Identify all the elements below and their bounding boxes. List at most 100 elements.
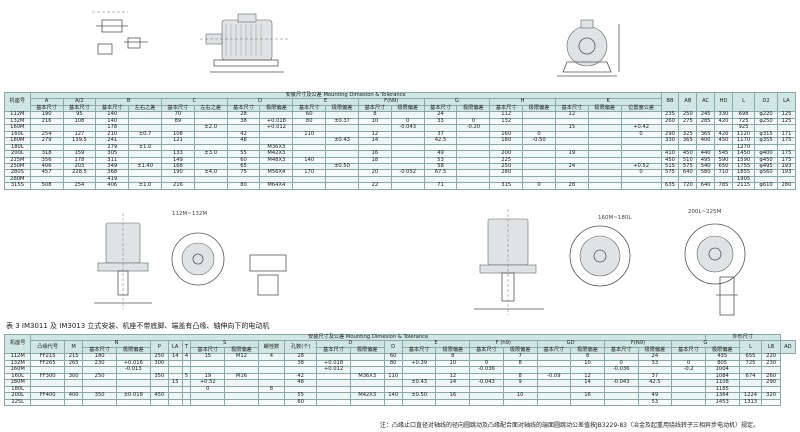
- table2-group-header: 安装尺寸及公差 Mounting Dimesion & Tolerance: [30, 333, 706, 342]
- table-cell: 508: [29, 182, 64, 190]
- table-cell: 20: [357, 169, 392, 177]
- table2-head-L: L: [738, 340, 763, 355]
- table-cell: 110: [292, 130, 327, 139]
- table1-head-E: E: [292, 98, 359, 106]
- table-cell: [390, 150, 425, 158]
- table-cell: [325, 124, 359, 132]
- table1-head-D2: D2: [754, 91, 778, 113]
- table1-sub-pos: 位置度公差: [620, 104, 662, 113]
- shaft-end-detail-drawing: [249, 254, 287, 296]
- table-cell: 300: [149, 359, 169, 368]
- table-cell: 139.5: [62, 137, 97, 145]
- shaft-key-detail-drawing: [716, 276, 738, 316]
- label-200-225: 200L~225M: [688, 209, 722, 215]
- table-cell: 8: [257, 385, 286, 394]
- table-cell: [390, 143, 425, 152]
- table2-head-holes: 孔数(个): [284, 340, 318, 355]
- table-cell: 170: [292, 169, 327, 177]
- table-cell: 65: [226, 162, 261, 171]
- table-cell: +0.012: [259, 124, 294, 132]
- table-cell: [292, 150, 327, 158]
- table-cell: [423, 124, 458, 132]
- table-cell: [349, 398, 385, 407]
- table-cell: 300: [63, 372, 84, 381]
- table-cell: [167, 398, 183, 407]
- table2-head-G: G: [671, 340, 740, 348]
- table-cell: 60: [226, 156, 261, 165]
- table-cell: [316, 398, 351, 407]
- table-cell: M64X4: [259, 182, 294, 190]
- table-cell: 75: [226, 169, 261, 177]
- table-cell: [325, 130, 359, 139]
- table-cell: [62, 124, 97, 132]
- table-cell: 53: [423, 156, 458, 165]
- table-cell: M36X3: [259, 143, 294, 152]
- table1-sub-tol: 极限偏差: [390, 104, 425, 113]
- table-cell: 216: [160, 182, 195, 190]
- table-cell: 290: [761, 379, 781, 387]
- table-cell: [390, 130, 425, 139]
- table-cell: 1450: [731, 150, 756, 158]
- table-cell: 1120: [731, 130, 756, 139]
- table-cell: [390, 137, 425, 145]
- motor-side-view-drawing: [200, 13, 290, 73]
- table-cell: 640: [696, 182, 716, 190]
- table-cell: [456, 130, 491, 139]
- table-cell: [190, 398, 226, 407]
- table-cell: 400: [63, 392, 84, 400]
- table-cell: 4: [181, 353, 192, 361]
- table2-head-AD: AD: [779, 340, 797, 355]
- table1-head-AC: AC: [696, 91, 716, 113]
- table-cell: 140: [292, 156, 327, 165]
- table-cell: 4: [257, 353, 286, 361]
- table-cell: 1855: [731, 169, 756, 177]
- flange-view-200-drawing: [684, 223, 746, 285]
- table-cell: 42: [226, 130, 261, 139]
- table-cell: [390, 182, 425, 190]
- table-cell: 1453: [704, 398, 740, 407]
- table-cell: 80: [226, 182, 261, 190]
- flange-view-160-drawing: [569, 225, 631, 287]
- table-cell: [536, 398, 572, 407]
- table-cell: [325, 175, 359, 184]
- table2-head-M: M: [63, 340, 84, 355]
- footnote: 注：凸缘止口直径对轴线的径向圆跳动及凸缘配合面对轴线的端面圆跳动公差值按JB32…: [380, 422, 759, 429]
- table-cell: [456, 182, 491, 190]
- middle-drawings: 112M~132M 160M~180L 200L~225M: [0, 205, 800, 321]
- table-cell: -0.052: [390, 169, 425, 177]
- frame-cell: 315S: [4, 182, 31, 190]
- table2-head-LA: LA: [167, 340, 183, 355]
- table-cell: 42.5: [423, 137, 458, 145]
- table-cell: 1755: [731, 162, 756, 171]
- table-cell: [620, 143, 662, 152]
- table1-head-HD: HD: [714, 91, 733, 113]
- table-cell: 38: [226, 117, 261, 126]
- table-cell: [456, 169, 491, 177]
- table-cell: [456, 137, 491, 145]
- table-cell: 80: [292, 117, 327, 126]
- table-cell: [259, 130, 294, 139]
- table-cell: [292, 137, 327, 145]
- table-cell: [383, 398, 403, 407]
- table-cell: [226, 124, 261, 132]
- table-cell: ±0.50: [325, 162, 359, 171]
- table-cell: [226, 175, 261, 184]
- table-cell: 230: [761, 359, 781, 368]
- table1-head-BB: BB: [660, 91, 680, 113]
- table2-head-frame: 机座号: [3, 333, 32, 355]
- table-cell: 125: [776, 117, 797, 126]
- table1-head-frame: 机座号: [4, 91, 31, 113]
- table-cell: [62, 175, 97, 184]
- table-cell: 635: [660, 182, 680, 190]
- table-cell: M56X4: [259, 169, 294, 177]
- table-cell: 193: [776, 162, 797, 171]
- table-cell: 53: [637, 398, 673, 407]
